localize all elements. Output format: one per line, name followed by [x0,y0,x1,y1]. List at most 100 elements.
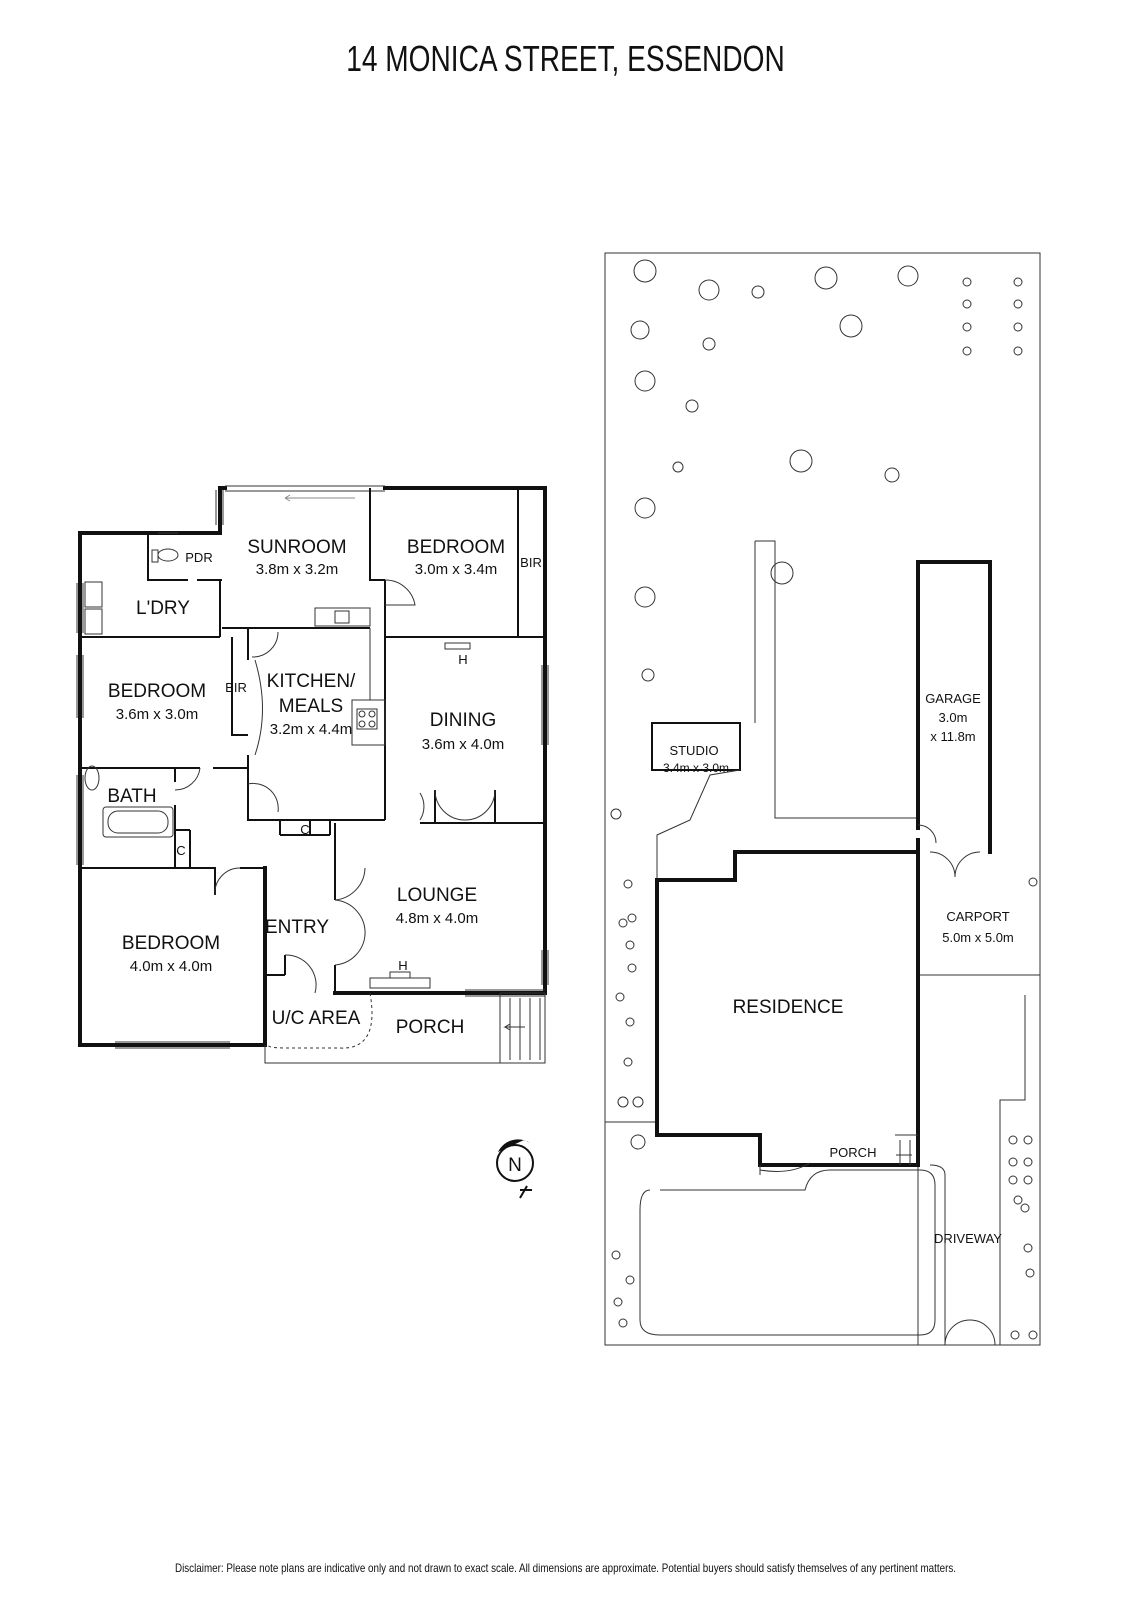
tree-icon [623,1057,633,1067]
tree-icon [611,1250,621,1260]
tree-icon [1025,1268,1035,1278]
tree-icon [630,1134,646,1150]
pdr-label: PDR [185,550,212,565]
site-porch-label: PORCH [830,1145,877,1160]
tree-icon [814,266,838,290]
dining-size: 3.6m x 4.0m [422,736,505,753]
tree-icon [1008,1135,1018,1145]
tree-icon [685,399,699,413]
tree-icon [623,879,633,889]
windows [76,485,549,1049]
disclaimer: Disclaimer: Please note plans are indica… [174,1561,957,1575]
carport-size: 5.0m x 5.0m [942,930,1014,945]
tree-icon [1023,1157,1033,1167]
laundry-label: L'DRY [136,598,190,619]
entry-label: ENTRY [265,917,329,938]
tree-icon [770,561,794,585]
tree-icon [962,346,972,356]
garage-size-2: x 11.8m [930,729,975,744]
tree-icon [962,299,972,309]
lounge-label: LOUNGE [397,885,477,906]
tree-icon [1023,1175,1033,1185]
residence-outline [655,850,920,1167]
site-plan: STUDIO 3.4m x 3.0m GARAGE 3.0m x 11.8m C… [604,252,1041,1346]
tree-icon [634,586,656,608]
garage-size-1: 3.0m [939,710,968,725]
tree-icon [1023,1135,1033,1145]
bir-mid-label: BIR [225,680,247,695]
bedroom-mid-size: 3.6m x 3.0m [116,706,199,723]
tree-icon [1013,346,1023,356]
porch-label: PORCH [396,1017,465,1038]
tree-icon [751,285,765,299]
tree-icon [618,918,628,928]
tree-icon [634,370,656,392]
porch-outline [264,992,546,1064]
tree-icon [1008,1175,1018,1185]
tree-icon [962,277,972,287]
dining-label: DINING [430,710,497,731]
tree-icon [962,322,972,332]
tree-icon [1023,1243,1033,1253]
tree-icon [1013,322,1023,332]
tree-icon [839,314,863,338]
sunroom-size: 3.8m x 3.2m [256,561,339,578]
toilet-icon [157,548,179,562]
tree-icon [1013,299,1023,309]
cooktop-icon [356,708,378,730]
basin-icon [84,765,100,791]
bedroom-front-size: 4.0m x 4.0m [130,958,213,975]
tree-icon [632,1096,644,1108]
studio-label: STUDIO [669,743,718,758]
page-title: 14 MONICA STREET, ESSENDON [346,38,785,79]
studio-outline [651,722,741,771]
tree-icon [615,992,625,1002]
property-boundary [604,252,1041,1346]
meals-label: MEALS [279,696,343,717]
tree-icon [634,497,656,519]
lounge-size: 4.8m x 4.0m [396,910,479,927]
tree-icon [789,449,813,473]
bedroom-rear-label: BEDROOM [407,537,505,558]
tree-icon [641,668,655,682]
tree-icon [884,467,900,483]
tree-icon [1020,1203,1030,1213]
tree-icon [613,1297,623,1307]
bedroom-rear-size: 3.0m x 3.4m [415,561,498,578]
exterior-walls [78,486,547,1047]
tree-icon [625,940,635,950]
garage-outline [916,560,992,854]
north-label: N [508,1155,522,1176]
tree-icon [610,808,622,820]
tree-icon [702,337,716,351]
tree-icon [627,913,637,923]
north-arrow-icon: N [496,1139,534,1199]
tree-icon [617,1096,629,1108]
cupboard-bath-label: C [176,843,185,858]
bedroom-front-label: BEDROOM [122,933,220,954]
carport-label: CARPORT [946,909,1009,924]
kitchen-label: KITCHEN/ [267,671,356,692]
tree-icon [1010,1330,1020,1340]
cupboard-hall-label: C [300,822,309,837]
heater-lounge-label: H [398,958,407,973]
tree-icon [618,1318,628,1328]
bathtub-icon [102,806,174,838]
tree-icon [625,1275,635,1285]
tree-icon [1013,1195,1023,1205]
bir-rear-label: BIR [520,555,542,570]
trees [610,259,1038,1340]
studio-size: 3.4m x 3.0m [663,761,729,775]
garage-label: GARAGE [925,691,981,706]
tree-icon [897,265,919,287]
uc-area-label: U/C AREA [272,1008,361,1029]
tree-icon [625,1017,635,1027]
tree-icon [1008,1157,1018,1167]
heater-dining-label: H [458,652,467,667]
floor-plan: SUNROOM 3.8m x 3.2m BEDROOM 3.0m x 3.4m … [76,485,549,1064]
doors [174,579,496,994]
bath-label: BATH [107,786,156,807]
driveway-label: DRIVEWAY [934,1231,1002,1246]
tree-icon [627,963,637,973]
